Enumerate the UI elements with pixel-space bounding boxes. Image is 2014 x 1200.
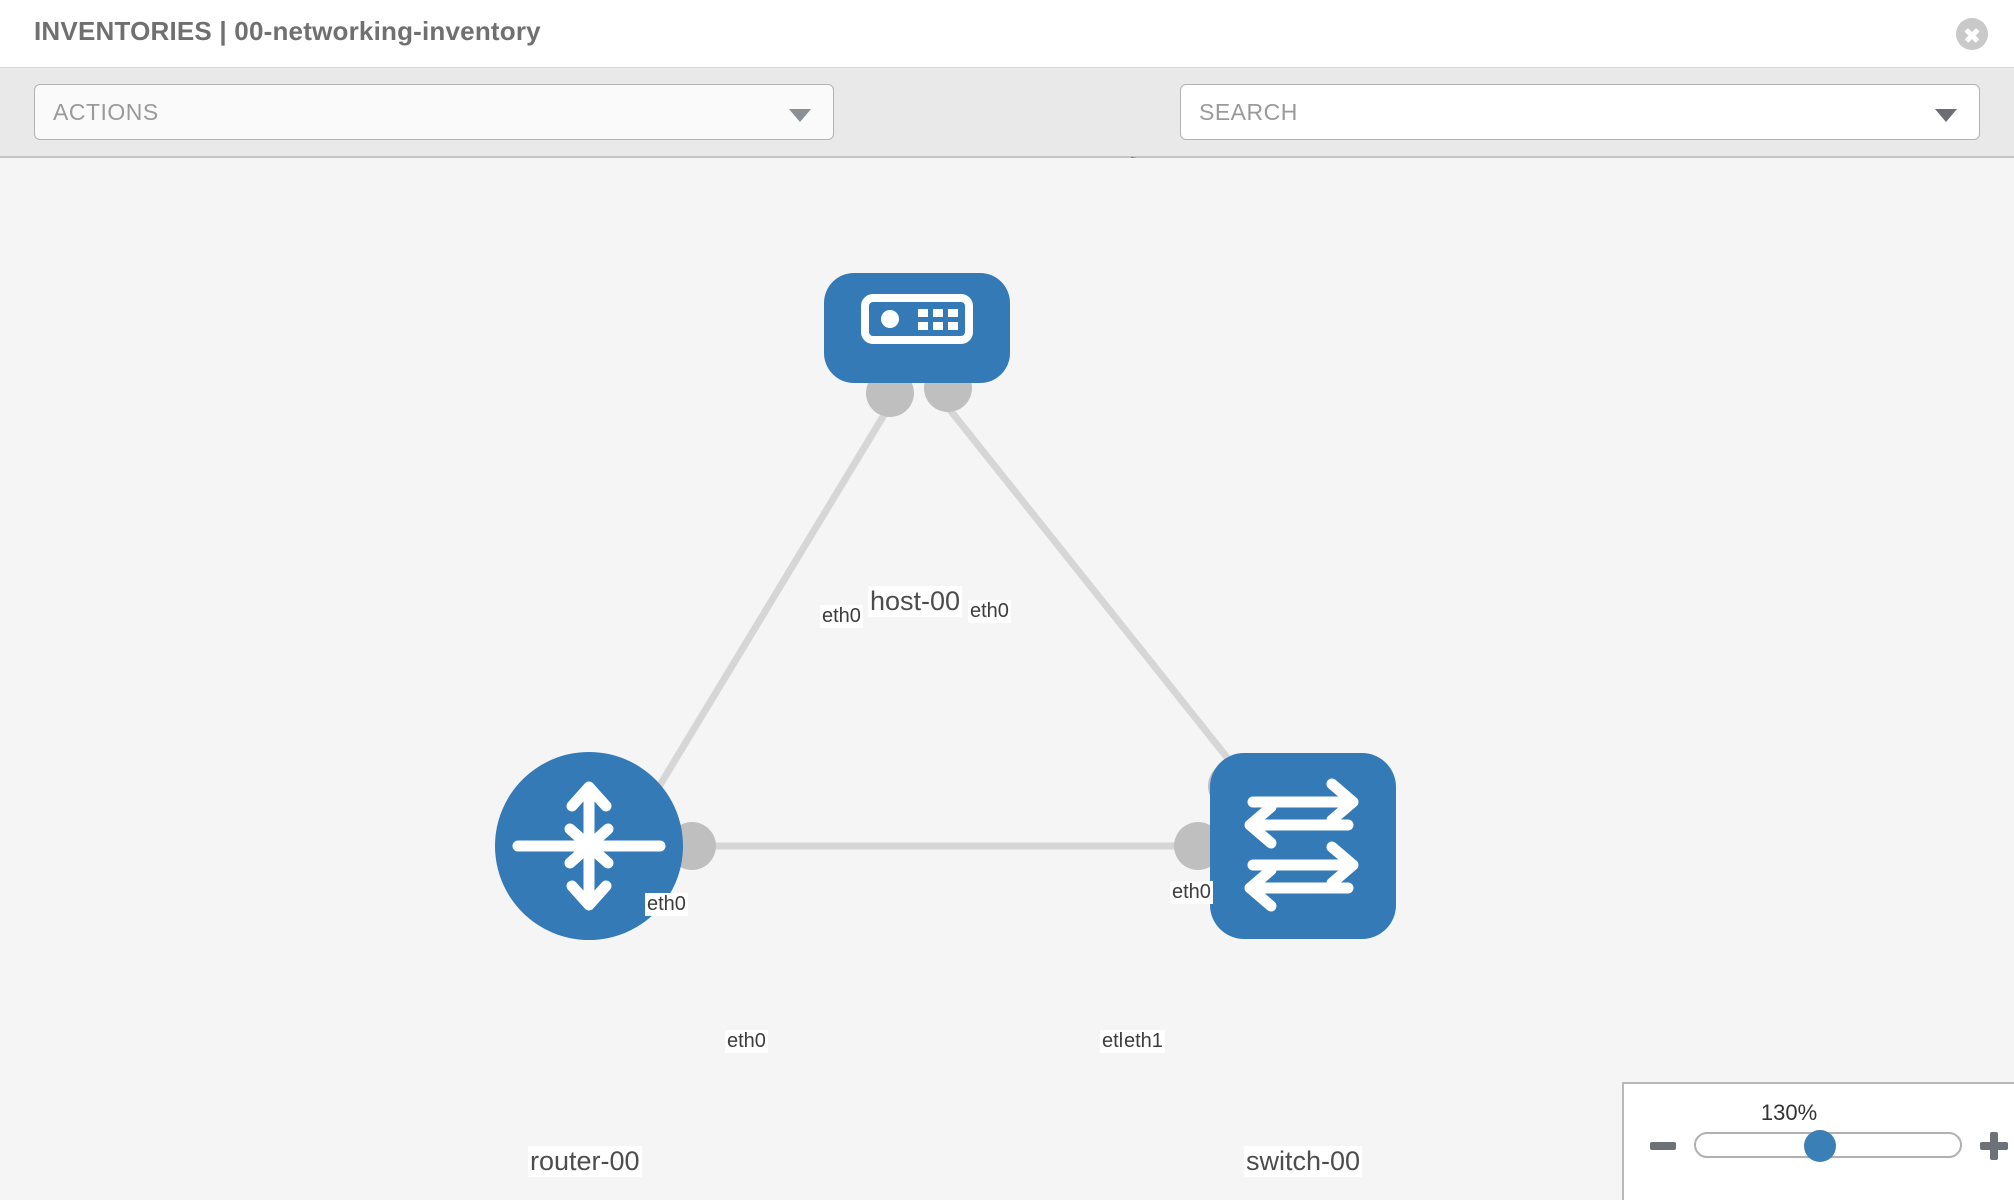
search-placeholder: SEARCH	[1199, 99, 1298, 125]
switch-icon	[1244, 778, 1359, 912]
page-title: INVENTORIES | 00-networking-inventory	[34, 16, 541, 46]
toolbar: ACTIONS SEARCH	[0, 68, 2014, 195]
chevron-down-icon[interactable]	[1935, 109, 1957, 122]
actions-dropdown-label: ACTIONS	[53, 99, 159, 125]
node-host-00	[824, 273, 1010, 383]
node-label-switch-00[interactable]: switch-00	[1244, 1146, 1363, 1177]
edge-label-switch-eth0-up[interactable]: eth0	[1170, 881, 1213, 904]
edge-host-router	[636, 406, 891, 822]
zoom-control-panel: 130%	[1622, 1082, 2014, 1200]
node-router-00	[495, 752, 683, 940]
chevron-down-icon	[789, 109, 811, 122]
edge-label-host-eth0-left[interactable]: eth0	[820, 605, 863, 628]
edge-label-router-eth0-right[interactable]: eth0	[725, 1030, 768, 1053]
node-switch-00	[1210, 753, 1396, 939]
minus-icon[interactable]	[1650, 1142, 1676, 1150]
node-label-router-00[interactable]: router-00	[528, 1146, 642, 1177]
edge-label-switch-eth1[interactable]: eth1	[1122, 1030, 1165, 1053]
topology-ports	[668, 364, 1256, 870]
actions-dropdown[interactable]: ACTIONS	[34, 84, 834, 140]
edge-host-switch	[946, 406, 1257, 794]
node-label-host-00[interactable]: host-00	[868, 586, 963, 617]
topology-graph	[495, 273, 1396, 940]
plus-icon[interactable]	[1980, 1132, 2008, 1160]
zoom-slider-handle[interactable]	[1804, 1130, 1836, 1162]
edge-label-router-eth0-up[interactable]: eth0	[645, 893, 688, 916]
edge-label-host-eth0-right[interactable]: eth0	[968, 600, 1011, 623]
topology-canvas[interactable]: host-00 router-00 switch-00 eth0 eth0 et…	[0, 158, 2014, 1200]
router-icon	[512, 781, 666, 911]
server-icon	[861, 294, 973, 344]
topology-edges	[636, 406, 1257, 850]
window-header: INVENTORIES | 00-networking-inventory	[0, 0, 2014, 68]
close-icon[interactable]	[1956, 18, 1988, 50]
search-input[interactable]: SEARCH	[1180, 84, 1980, 140]
zoom-percent-label: 130%	[1760, 1100, 1818, 1125]
